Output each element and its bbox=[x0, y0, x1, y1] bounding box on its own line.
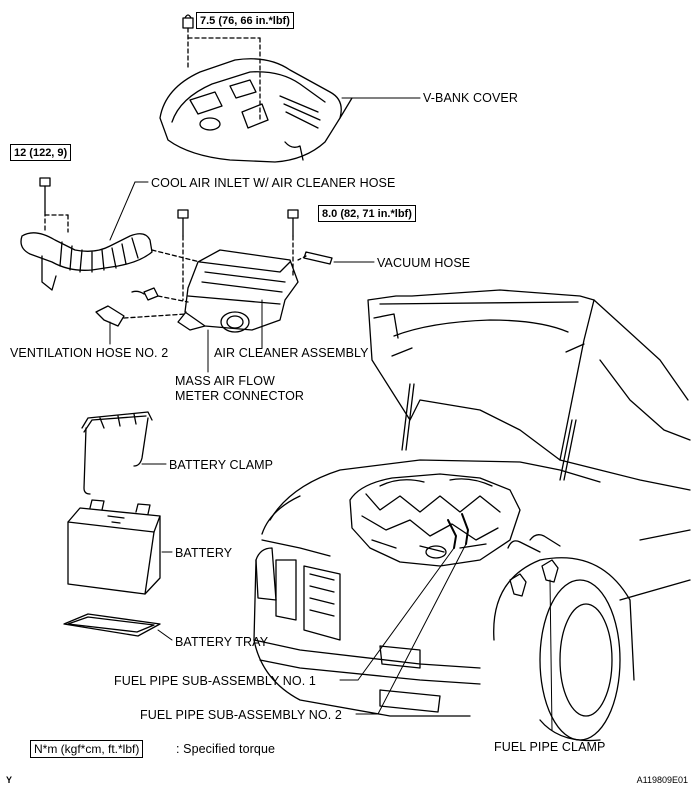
label-air-cleaner-assembly: AIR CLEANER ASSEMBLY bbox=[214, 346, 369, 360]
label-fuel-pipe-clamp: FUEL PIPE CLAMP bbox=[494, 740, 606, 754]
label-battery-clamp: BATTERY CLAMP bbox=[169, 458, 274, 472]
label-ventilation-hose: VENTILATION HOSE NO. 2 bbox=[10, 346, 169, 360]
figure-id: A119809E01 bbox=[636, 775, 688, 785]
footer-left-mark: Y bbox=[6, 775, 13, 785]
cool-air-inlet-part bbox=[20, 177, 201, 291]
battery-clamp-part bbox=[81, 411, 167, 495]
label-battery: BATTERY bbox=[175, 546, 233, 560]
label-vbank-cover: V-BANK COVER bbox=[423, 91, 518, 105]
torque-spec-cleaner: 8.0 (82, 71 in.*lbf) bbox=[318, 205, 416, 222]
torque-spec-inlet: 12 (122, 9) bbox=[10, 144, 72, 161]
legend-text: : Specified torque bbox=[176, 742, 276, 756]
legend-unit-box: N*m (kgf*cm, ft.*lbf) bbox=[30, 740, 144, 758]
air-cleaner-part bbox=[131, 209, 299, 373]
label-battery-tray: BATTERY TRAY bbox=[175, 635, 269, 649]
label-fuel-pipe-1: FUEL PIPE SUB-ASSEMBLY NO. 1 bbox=[114, 674, 316, 688]
label-cool-air-inlet: COOL AIR INLET W/ AIR CLEANER HOSE bbox=[151, 176, 396, 190]
vbank-cover-part bbox=[159, 14, 421, 163]
vacuum-hose-part bbox=[297, 251, 375, 265]
label-maf-connector-line2: METER CONNECTOR bbox=[175, 389, 305, 403]
torque-spec-vbank: 7.5 (76, 66 in.*lbf) bbox=[196, 12, 294, 29]
battery-part bbox=[67, 499, 173, 595]
label-vacuum-hose: VACUUM HOSE bbox=[377, 256, 471, 270]
label-maf-connector-line1: MASS AIR FLOW bbox=[175, 374, 275, 388]
vehicle-illustration bbox=[253, 289, 691, 742]
battery-tray-part bbox=[63, 613, 173, 641]
ventilation-hose-part bbox=[95, 305, 187, 345]
label-fuel-pipe-2: FUEL PIPE SUB-ASSEMBLY NO. 2 bbox=[140, 708, 342, 722]
